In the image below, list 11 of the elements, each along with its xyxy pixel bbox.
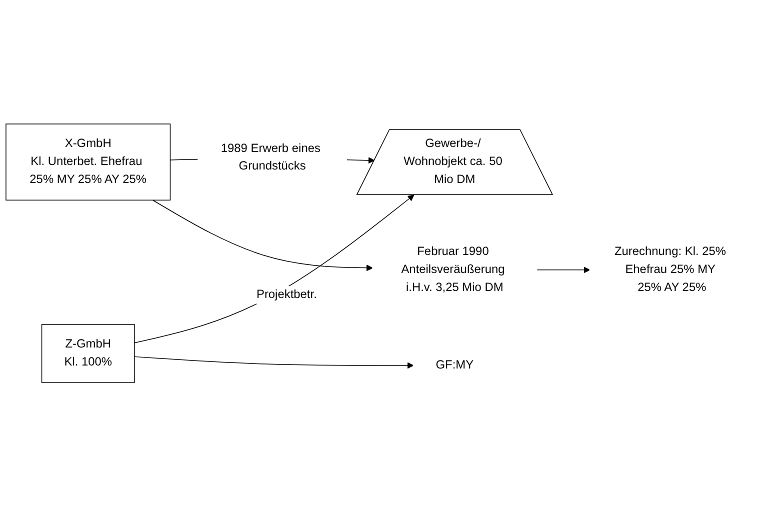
edge-label: 1989 Erwerb eines Grundstücks (220, 142, 320, 172)
arrow (134, 356, 414, 368)
arrow (152, 199, 373, 271)
arrow (134, 194, 414, 343)
node-text: Februar 1990 Anteilsveräußerung i.H.v. 3,25 Mio DM (401, 244, 505, 294)
arrow (536, 266, 590, 273)
edge-label: Projektbetr. (256, 288, 317, 301)
node-box: X-GmbH Kl. Unterbet. Ehefrau 25% MY 25% AY 25% (6, 123, 171, 200)
node-text: GF:MY (436, 358, 474, 372)
node-text: Zurechnung: Kl. 25% Ehefrau 25% MY 25% AY 25% (614, 244, 726, 294)
node-box: Z-GmbH Kl. 100% (41, 324, 135, 383)
